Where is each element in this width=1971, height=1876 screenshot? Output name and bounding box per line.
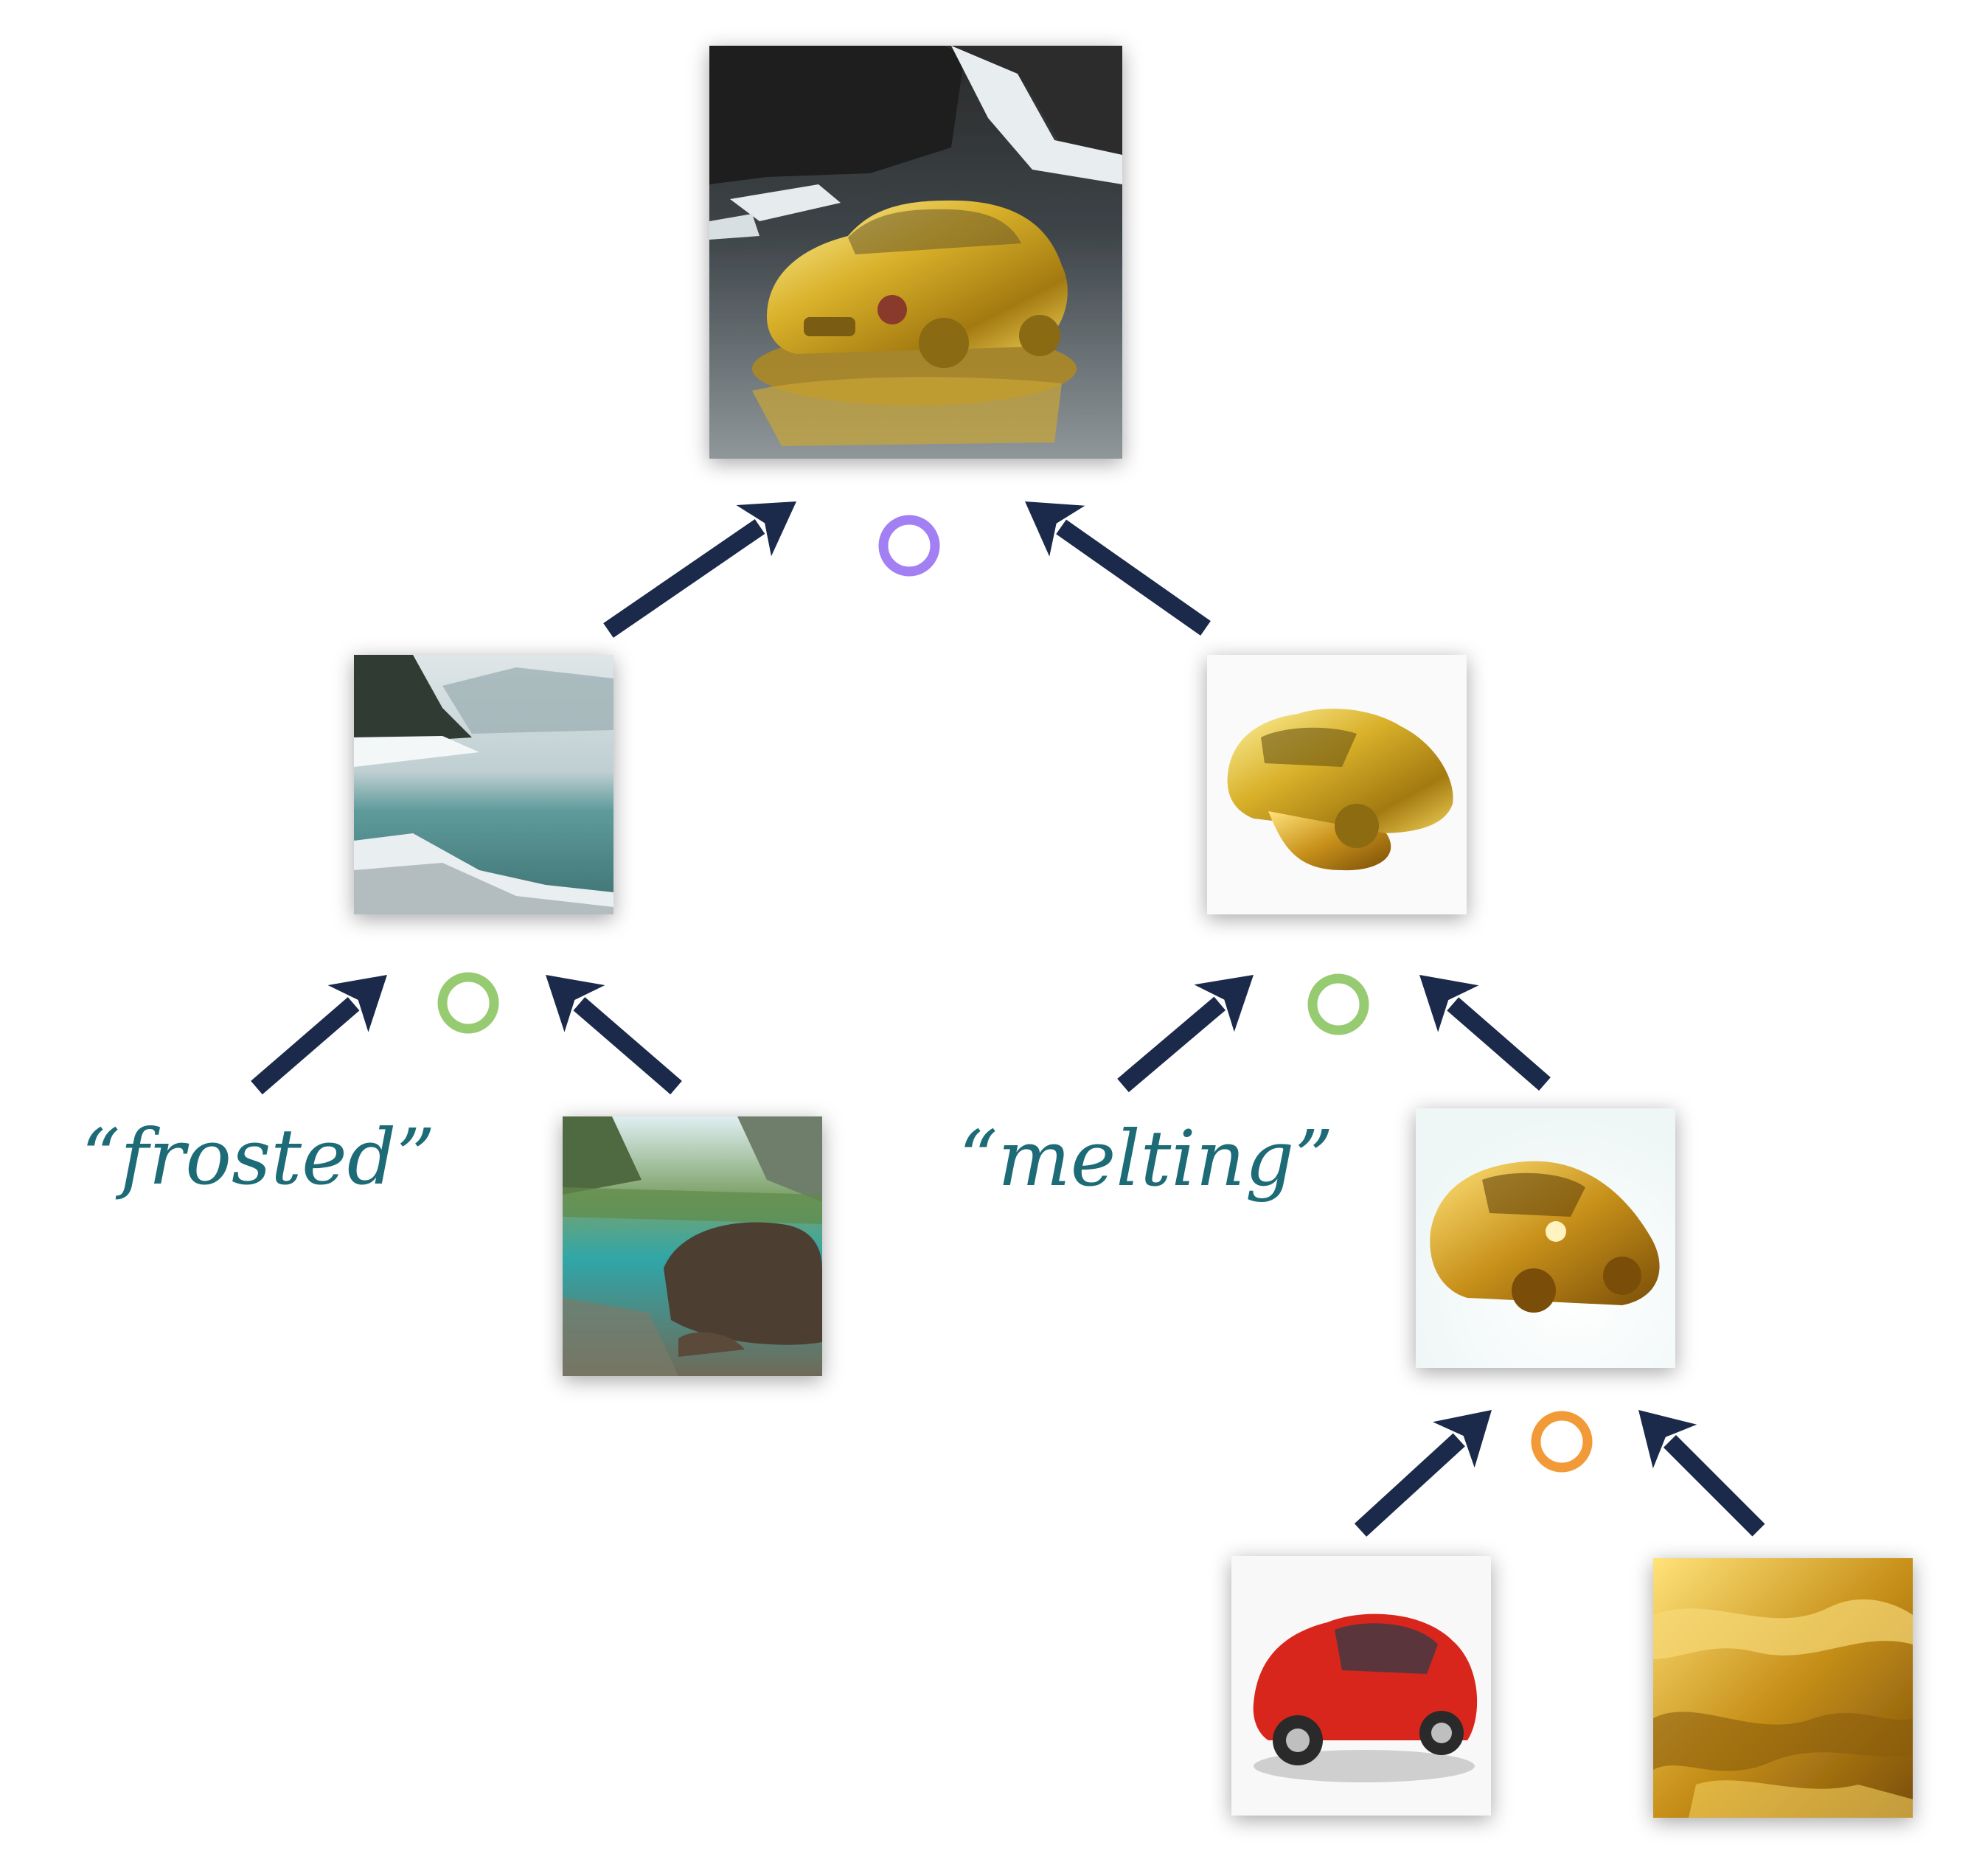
arrow-head [1638, 1410, 1697, 1469]
arrow-shaft [1117, 996, 1226, 1093]
arrow-shaft [603, 519, 765, 638]
arrow-head [1433, 1410, 1492, 1468]
arrow-melting-car-to-result [1025, 501, 1211, 636]
arrow-shaft [1056, 519, 1211, 636]
arrow-shaft [573, 997, 682, 1095]
arrow-red-car-to-gold-toy-car [1354, 1410, 1492, 1537]
arrow-gold-texture-to-gold-toy-car [1638, 1410, 1765, 1537]
arrows [251, 501, 1765, 1537]
compose-operator-green-right [1307, 973, 1369, 1035]
compose-operator-purple [878, 515, 940, 577]
compose-operator-green-left [437, 972, 499, 1034]
arrow-shaft [251, 997, 360, 1095]
image-gold-texture [1653, 1558, 1913, 1818]
arrow-gold-toy-car-to-melting-car [1419, 975, 1551, 1091]
compose-operator-orange [1531, 1411, 1593, 1473]
arrow-shaft [1663, 1434, 1765, 1537]
arrow-mountain-lake-to-frosted-lake [546, 975, 682, 1095]
arrow-head [327, 975, 387, 1032]
arrow-head [546, 975, 605, 1032]
arrow-frosted-label-to-frosted-lake [251, 975, 387, 1095]
arrow-shaft [1447, 997, 1551, 1091]
arrow-head [736, 501, 796, 557]
image-gold-car-in-snowy-lake [709, 46, 1122, 459]
label-frosted: “frosted” [81, 1112, 435, 1202]
image-mountain-lake [563, 1116, 822, 1376]
arrow-head [1419, 975, 1479, 1032]
arrow-shaft [1354, 1433, 1465, 1537]
image-melting-gold-car [1207, 655, 1467, 914]
arrow-melting-label-to-melting-car [1117, 975, 1254, 1093]
image-frosted-lake [354, 655, 613, 914]
arrow-frosted-lake-to-result [603, 501, 796, 638]
arrow-head [1025, 501, 1085, 557]
label-melting: “melting” [959, 1114, 1333, 1203]
image-gold-toy-car [1416, 1108, 1675, 1368]
arrow-head [1194, 975, 1254, 1032]
image-red-toy-car [1231, 1556, 1491, 1816]
